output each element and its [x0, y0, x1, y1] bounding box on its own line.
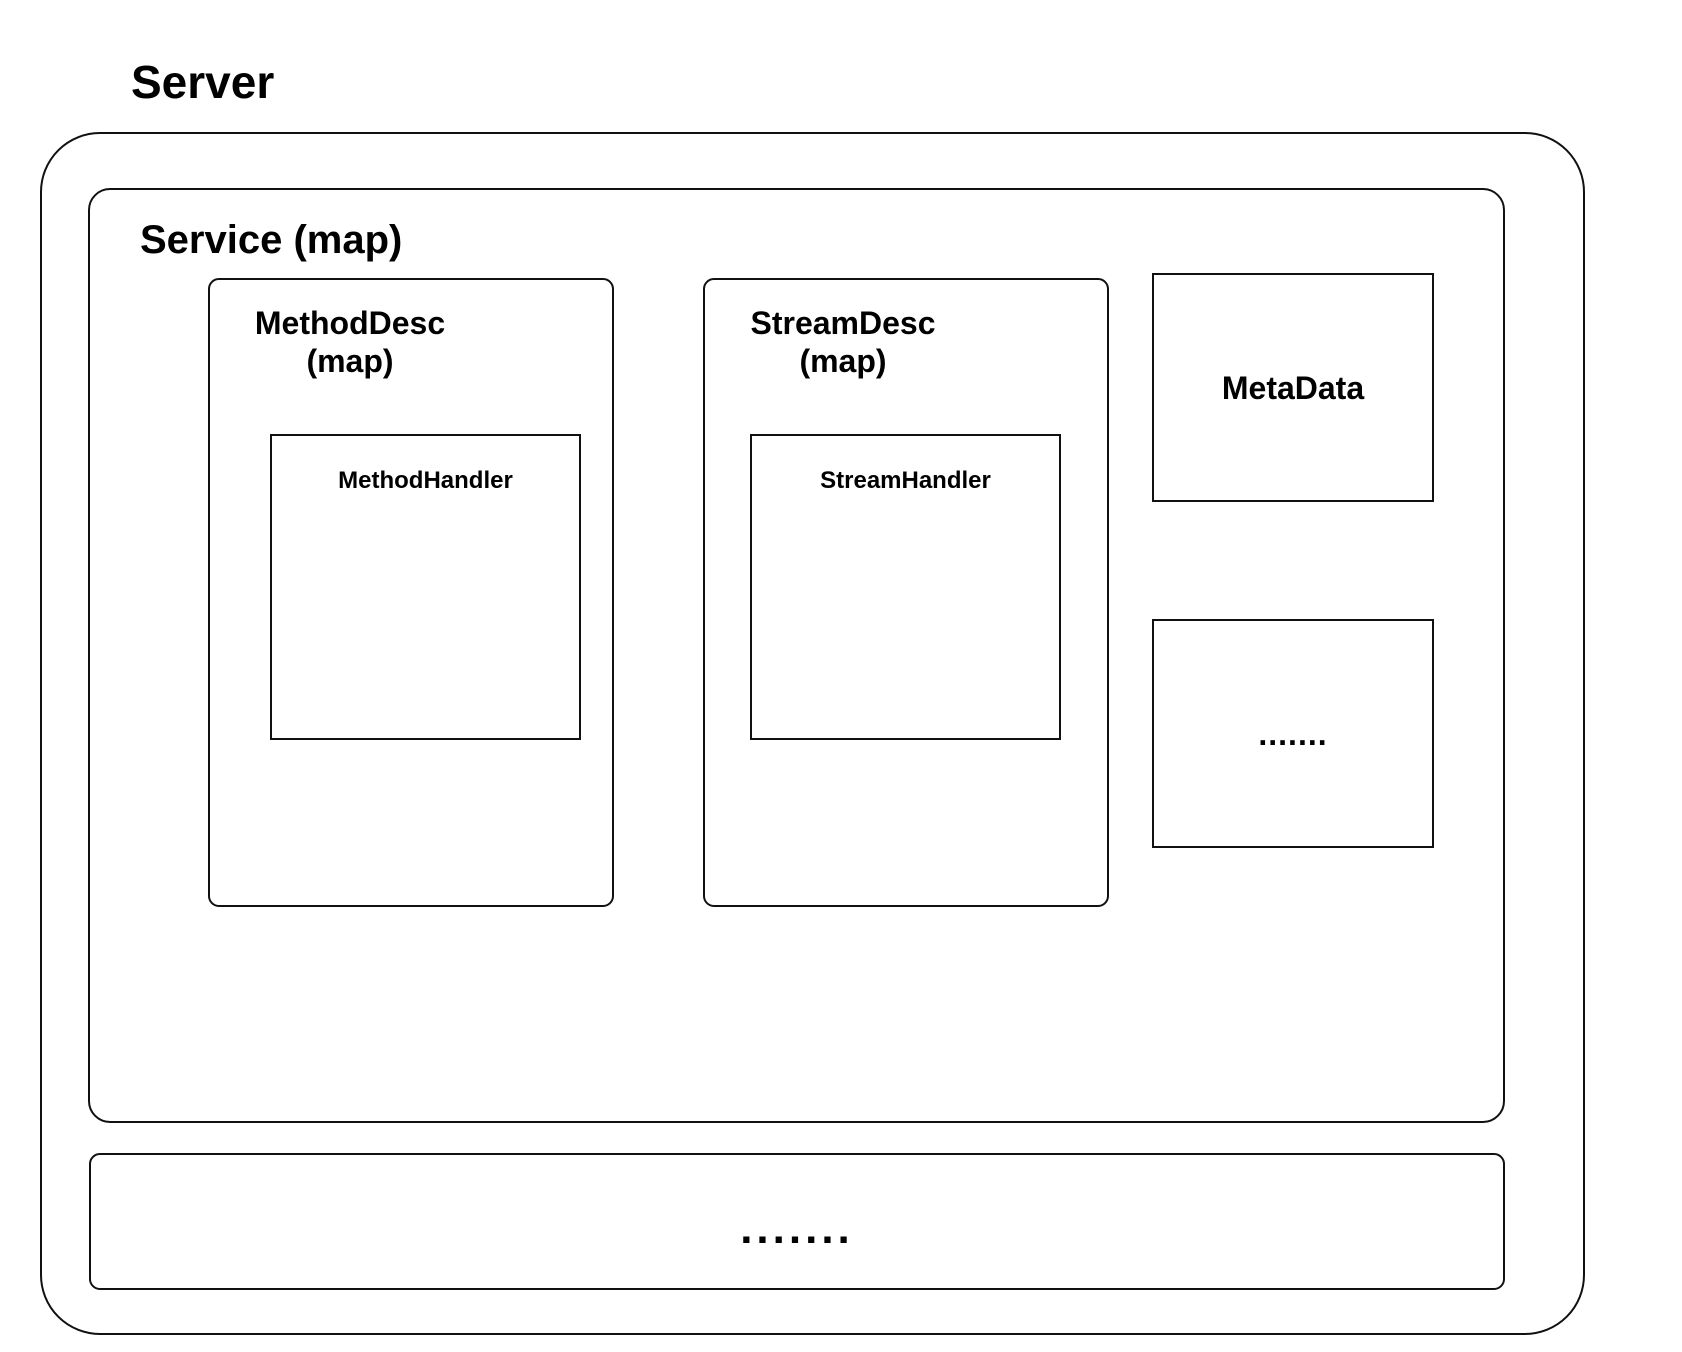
server-title: Server	[131, 56, 275, 108]
stream-handler-box	[750, 434, 1061, 740]
method-handler-label: MethodHandler	[338, 467, 513, 494]
stream-desc-title-line1: StreamDesc	[750, 305, 936, 341]
stream-desc-title-line2: (map)	[799, 343, 887, 379]
method-desc-title-line1: MethodDesc	[254, 305, 446, 341]
server-more-box: .......	[89, 1153, 1505, 1290]
method-desc-title-line2: (map)	[306, 343, 394, 379]
metadata-label: MetaData	[1221, 369, 1365, 406]
stream-desc-title: StreamDesc (map)	[705, 304, 981, 380]
service-more-box: .......	[1152, 619, 1434, 848]
stream-handler-label: StreamHandler	[820, 467, 991, 494]
server-more-ellipsis: .......	[740, 1203, 854, 1253]
metadata-box: MetaData	[1152, 273, 1434, 502]
service-more-ellipsis: .......	[1258, 715, 1328, 752]
method-desc-title: MethodDesc (map)	[210, 304, 490, 380]
method-handler-box	[270, 434, 581, 740]
service-map-title: Service (map)	[140, 218, 403, 262]
